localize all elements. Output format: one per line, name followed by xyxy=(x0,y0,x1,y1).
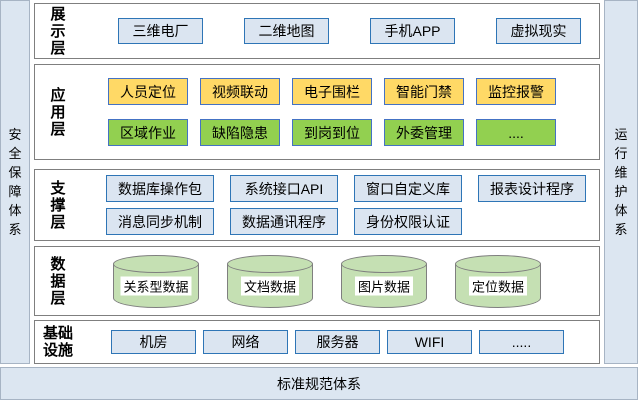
database-cylinder: 图片数据 xyxy=(341,254,427,308)
bottom-pillar-standard-specification: 标准规范体系 xyxy=(0,367,638,400)
diagram-node: 窗口自定义库 xyxy=(354,175,462,202)
layer-body: 数据库操作包系统接口API 窗口自定义库报表设计程序消息同步机制数据通讯程序身份权… xyxy=(81,170,599,240)
diagram-node: 视频联动 xyxy=(200,78,280,105)
layer-row: 区域作业缺陷隐患到岗到位外委管理.... xyxy=(81,119,599,146)
pillar-char: 系 xyxy=(614,222,628,237)
database-cylinder: 关系型数据 xyxy=(113,254,199,308)
layer-title-line: 层 xyxy=(50,120,66,138)
database-cylinder: 文档数据 xyxy=(227,254,313,308)
diagram-node: 手机APP xyxy=(370,18,455,44)
pillar-char: 体 xyxy=(614,203,628,218)
layer-title-infrastructure: 基础设施 xyxy=(35,321,81,363)
layer-body: 机房网络服务器 WIFI..... xyxy=(81,321,599,363)
diagram-node: ..... xyxy=(479,330,564,354)
layer-row: 关系型数据 文档数据 图片数据 定位数据 xyxy=(81,254,599,308)
pillar-char: 护 xyxy=(614,184,628,199)
layer-body: 关系型数据 文档数据 图片数据 定位数据 xyxy=(81,247,599,315)
cylinder-top-ellipse xyxy=(455,254,541,273)
pillar-char: 运 xyxy=(614,127,628,142)
layer-title-line: 基础 xyxy=(42,325,73,342)
cylinder-label: 文档数据 xyxy=(240,276,300,295)
layer-display: 展示层 三维电厂 二维地图 手机APP 虚拟现实 xyxy=(34,3,600,59)
pillar-char: 全 xyxy=(8,146,22,161)
diagram-node: 人员定位 xyxy=(108,78,188,105)
layer-data: 数据层 关系型数据 文档数据 图片数据 定位数据 xyxy=(34,246,600,316)
cylinder-label: 图片数据 xyxy=(354,276,414,295)
layer-body: 三维电厂 二维地图 手机APP 虚拟现实 xyxy=(81,4,599,58)
cylinder-label: 关系型数据 xyxy=(120,276,192,295)
layer-row: 三维电厂 二维地图 手机APP 虚拟现实 xyxy=(81,18,599,44)
pillar-char: 行 xyxy=(614,146,628,161)
diagram-node: .... xyxy=(476,119,556,146)
left-pillar-safety-assurance: 安全保障体系 xyxy=(0,0,30,364)
diagram-node: 数据通讯程序 xyxy=(230,208,338,235)
diagram-node: 缺陷隐患 xyxy=(200,119,280,146)
pillar-char: 系 xyxy=(8,222,22,237)
layer-title-line: 撑 xyxy=(50,196,66,214)
diagram-node: 到岗到位 xyxy=(292,119,372,146)
right-pillar-operation-maintenance: 运行维护体系 xyxy=(604,0,638,364)
layer-title-data: 数据层 xyxy=(35,247,81,315)
pillar-char: 安 xyxy=(8,127,22,142)
diagram-node: 外委管理 xyxy=(384,119,464,146)
cylinder-label: 定位数据 xyxy=(468,276,528,295)
diagram-node: 系统接口API xyxy=(230,175,338,202)
diagram-node: 虚拟现实 xyxy=(496,18,581,44)
layer-title-line: 层 xyxy=(50,213,66,231)
cylinder-top-ellipse xyxy=(227,254,313,273)
diagram-node: 消息同步机制 xyxy=(106,208,214,235)
layer-title-line: 设施 xyxy=(42,342,73,359)
pillar-char: 维 xyxy=(614,165,628,180)
layer-title-display: 展示层 xyxy=(35,4,81,58)
diagram-node: 服务器 xyxy=(295,330,380,354)
cylinder-top-ellipse xyxy=(341,254,427,273)
database-cylinder: 定位数据 xyxy=(455,254,541,308)
layer-infrastructure: 基础设施 机房网络服务器 WIFI..... xyxy=(34,320,600,364)
diagram-node: WIFI xyxy=(387,330,472,354)
cylinder-top-ellipse xyxy=(113,254,199,273)
diagram-node: 网络 xyxy=(203,330,288,354)
diagram-node: 数据库操作包 xyxy=(106,175,214,202)
layer-row: 机房网络服务器 WIFI..... xyxy=(81,330,599,354)
layer-row: 数据库操作包系统接口API 窗口自定义库报表设计程序 xyxy=(81,175,599,202)
layer-title-line: 数 xyxy=(50,255,66,273)
layer-title-application: 应用层 xyxy=(35,65,81,159)
pillar-char: 体 xyxy=(8,203,22,218)
layer-title-line: 用 xyxy=(50,103,66,121)
bottom-pillar-label: 标准规范体系 xyxy=(277,375,361,392)
layer-title-line: 展 xyxy=(50,5,66,23)
layer-title-line: 层 xyxy=(50,39,66,57)
layer-row: 消息同步机制数据通讯程序身份权限认证 xyxy=(81,208,599,235)
layer-body: 人员定位视频联动电子围栏智能门禁监控报警区域作业缺陷隐患到岗到位外委管理.... xyxy=(81,65,599,159)
layer-application: 应用层人员定位视频联动电子围栏智能门禁监控报警区域作业缺陷隐患到岗到位外委管理.… xyxy=(34,64,600,160)
diagram-node: 二维地图 xyxy=(244,18,329,44)
pillar-char: 保 xyxy=(8,165,22,180)
layer-title-support: 支撑层 xyxy=(35,170,81,240)
layer-row: 人员定位视频联动电子围栏智能门禁监控报警 xyxy=(81,78,599,105)
layer-title-line: 应 xyxy=(50,86,66,104)
layer-title-line: 支 xyxy=(50,179,66,197)
diagram-node: 三维电厂 xyxy=(118,18,203,44)
diagram-node: 智能门禁 xyxy=(384,78,464,105)
layer-title-line: 层 xyxy=(50,289,66,307)
diagram-node: 身份权限认证 xyxy=(354,208,462,235)
pillar-char: 障 xyxy=(8,184,22,199)
layer-title-line: 示 xyxy=(50,22,66,40)
diagram-node: 报表设计程序 xyxy=(478,175,586,202)
diagram-node: 区域作业 xyxy=(108,119,188,146)
diagram-node: 机房 xyxy=(111,330,196,354)
diagram-node: 电子围栏 xyxy=(292,78,372,105)
diagram-node: 监控报警 xyxy=(476,78,556,105)
layer-title-line: 据 xyxy=(50,272,66,290)
